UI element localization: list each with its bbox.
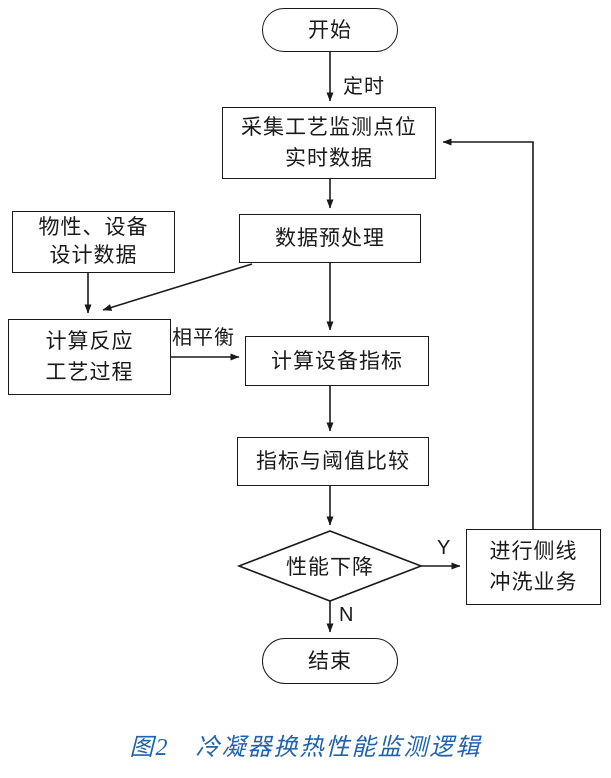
node-preprocess: 数据预处理 <box>239 214 421 263</box>
decision-diamond-shape <box>236 530 424 602</box>
node-start: 开始 <box>262 8 398 52</box>
node-calc-indicator: 计算设备指标 <box>245 336 429 386</box>
node-compare-threshold: 指标与阈值比较 <box>237 437 429 486</box>
node-calc-process: 计算反应 工艺过程 <box>8 319 171 395</box>
node-collect-data: 采集工艺监测点位 实时数据 <box>222 107 436 179</box>
node-design-data: 物性、设备 设计数据 <box>12 211 175 273</box>
edge-label-phase-balance: 相平衡 <box>172 327 235 349</box>
edge-label-timed: 定时 <box>343 76 385 98</box>
node-end: 结束 <box>262 638 398 684</box>
edge-label-yes: Y <box>437 537 452 559</box>
edge-label-no: N <box>339 604 355 626</box>
node-flush: 进行侧线 冲洗业务 <box>466 529 601 605</box>
node-decision-label: 性能下降 <box>286 556 374 579</box>
figure-caption: 图2 冷凝器换热性能监测逻辑 <box>129 735 482 761</box>
